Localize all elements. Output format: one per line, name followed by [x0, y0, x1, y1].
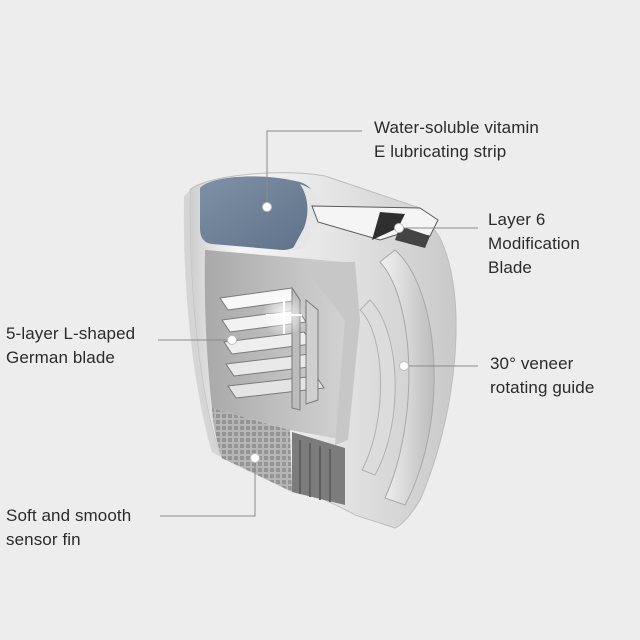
marker-dot-layer6: [394, 223, 404, 233]
callout-line: Modification: [488, 234, 580, 253]
callout-line: Soft and smooth: [6, 506, 132, 525]
callout-layer6-blade: Layer 6 Modification Blade: [488, 208, 580, 280]
leader-line-strip: [266, 130, 362, 207]
sparkle-highlight: [266, 296, 302, 334]
lubricating-strip-shape: [200, 176, 315, 250]
callout-line: E lubricating strip: [374, 142, 507, 161]
callout-sensor-fin: Soft and smooth sensor fin: [6, 504, 131, 552]
sensor-fin-grid: [212, 408, 292, 492]
callout-german-blade: 5-layer L-shaped German blade: [6, 322, 135, 370]
veneer-rotating-guide: [379, 249, 435, 506]
callout-line: Layer 6: [488, 210, 546, 229]
marker-dot-guide: [399, 361, 409, 371]
callout-line: rotating guide: [490, 378, 595, 397]
marker-dot-strip: [262, 202, 272, 212]
callout-line: German blade: [6, 348, 115, 367]
callout-line: 5-layer L-shaped: [6, 324, 136, 343]
callout-line: Water-soluble vitamin: [374, 118, 539, 137]
marker-dot-german-blade: [227, 335, 237, 345]
callout-veneer-guide: 30° veneer rotating guide: [490, 352, 594, 400]
callout-lubricating-strip: Water-soluble vitamin E lubricating stri…: [374, 116, 539, 164]
callout-line: sensor fin: [6, 530, 81, 549]
callout-line: Blade: [488, 258, 532, 277]
leader-line-sensor: [160, 458, 256, 517]
marker-dot-sensor: [250, 453, 260, 463]
callout-line: 30° veneer: [490, 354, 574, 373]
